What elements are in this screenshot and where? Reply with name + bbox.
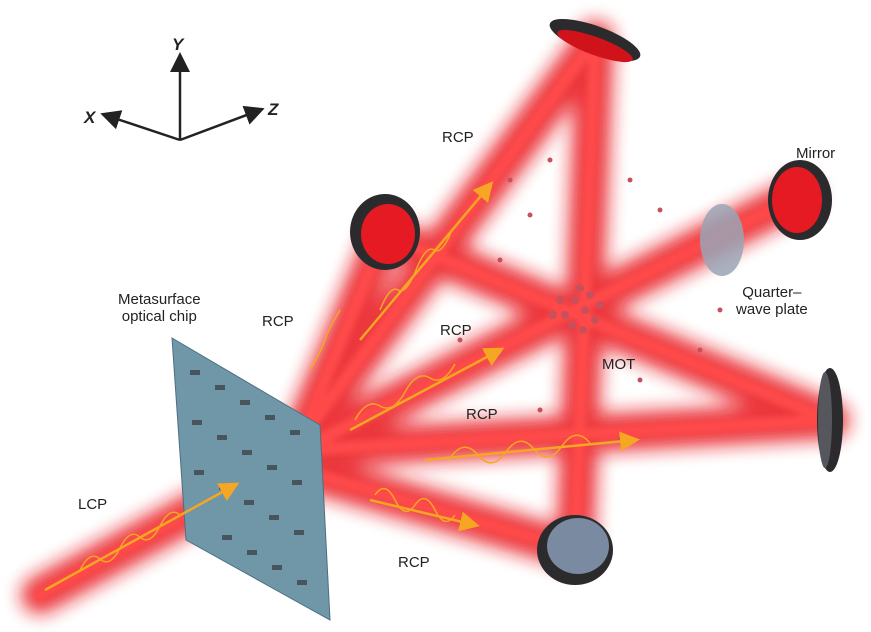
rcp-label-top: RCP: [442, 129, 474, 146]
atom-cloud: [457, 157, 723, 443]
mirror-right: [817, 368, 843, 472]
mirror-bottom: [537, 515, 613, 585]
axis-z-label: Z: [268, 100, 279, 119]
quarter-wave-plate-label-line1: Quarter–: [742, 284, 802, 301]
metasurface-label: Metasurface optical chip: [118, 291, 201, 325]
mirror-left: [350, 194, 420, 270]
polarization-waves: [44, 181, 640, 592]
axis-y-label: Y: [172, 35, 184, 54]
metasurface-label-line1: Metasurface: [118, 291, 201, 308]
rcp-label-lower: RCP: [466, 406, 498, 423]
rcp-label-left: RCP: [262, 313, 294, 330]
quarter-wave-plate-label-line2: wave plate: [736, 300, 808, 318]
mirror-right-top: [768, 160, 832, 240]
axis-x-label: X: [84, 108, 96, 127]
quarter-wave-plate-label: Quarter– wave plate: [736, 284, 808, 318]
rcp-label-bottom: RCP: [398, 554, 430, 571]
quarter-wave-plate: [700, 204, 744, 276]
mot-label: MOT: [602, 356, 636, 373]
mirror-label: Mirror: [796, 145, 836, 162]
lcp-label: LCP: [78, 496, 108, 513]
metasurface-chip: [171, 337, 331, 621]
rcp-label-mid: RCP: [440, 322, 472, 339]
coordinate-axes: [100, 52, 265, 142]
laser-beams: [21, 21, 849, 614]
metasurface-label-line2: optical chip: [121, 307, 197, 325]
mirror-top: [549, 18, 641, 63]
